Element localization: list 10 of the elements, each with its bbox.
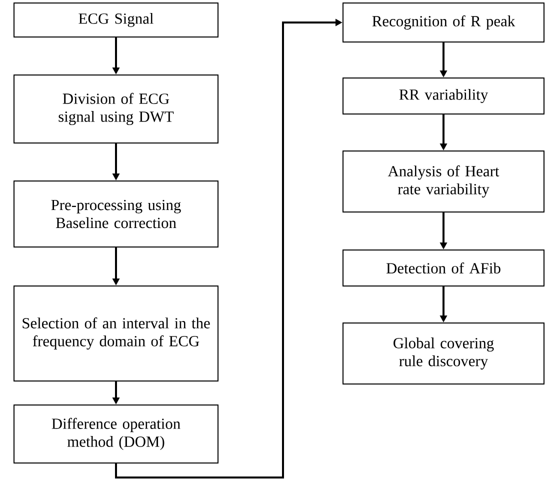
process-box: RR variability — [342, 77, 544, 114]
process-box: Division of ECG signal using DWT — [14, 74, 218, 144]
process-box: Pre-processing using Baseline correction — [14, 180, 218, 248]
process-box: Difference operation method (DOM) — [14, 404, 218, 464]
process-box: Detection of AFib — [342, 249, 544, 286]
process-box: ECG Signal — [14, 2, 218, 38]
process-box: Recognition of R peak — [342, 2, 544, 42]
process-box: Selection of an interval in the frequency domain of ECG — [14, 285, 218, 382]
process-box: Global covering rule discovery — [342, 322, 544, 384]
process-box: Analysis of Heart rate variability — [342, 150, 544, 212]
